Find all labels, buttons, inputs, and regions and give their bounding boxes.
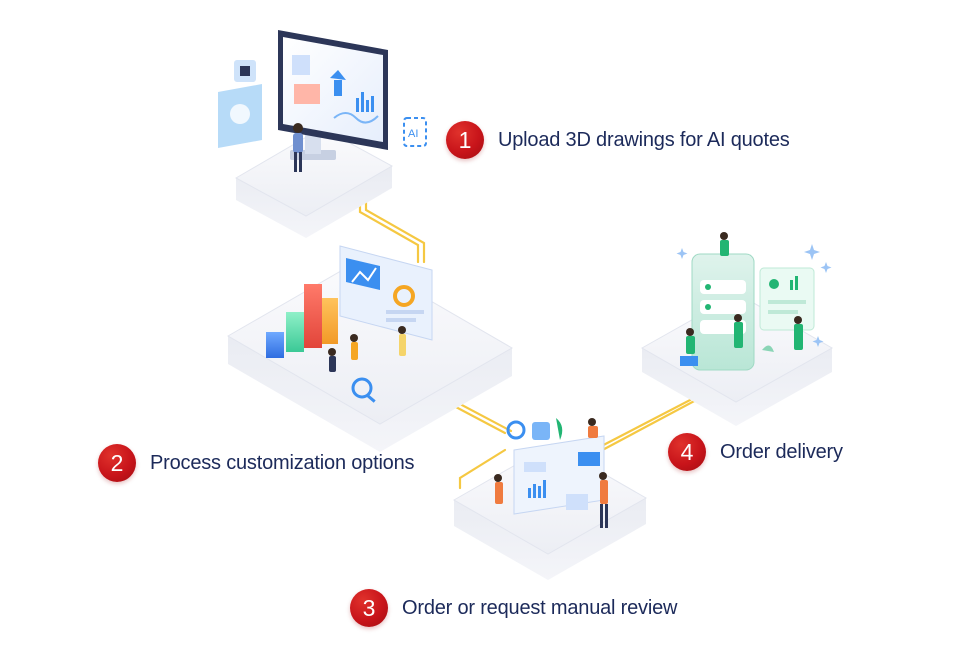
step-label: Order or request manual review [402,596,678,619]
dashboard-illustration [339,245,433,341]
platform-upload [234,127,394,238]
step-number-badge: 3 [350,589,388,627]
step-4: 4 Order delivery [668,433,843,471]
people-analytics [328,326,406,403]
step-1: 1 Upload 3D drawings for AI quotes [446,121,790,159]
step-number-badge: 2 [98,444,136,482]
people-review [494,418,608,528]
step-2: 2 Process customization options [98,444,415,482]
floating-cards: AI [218,60,427,148]
step-label: Process customization options [150,451,415,474]
step-label: Upload 3D drawings for AI quotes [498,128,790,151]
person-at-desk [293,123,303,172]
sparkle-icons [676,244,832,347]
step-label: Order delivery [720,440,843,463]
review-board-illustration [506,418,605,515]
svg-text:AI: AI [408,128,418,140]
step-number-badge: 4 [668,433,706,471]
people-delivery [680,232,803,366]
step-number-badge: 1 [446,121,484,159]
step-3: 3 Order or request manual review [350,589,677,627]
bar-chart-3d [266,284,338,358]
